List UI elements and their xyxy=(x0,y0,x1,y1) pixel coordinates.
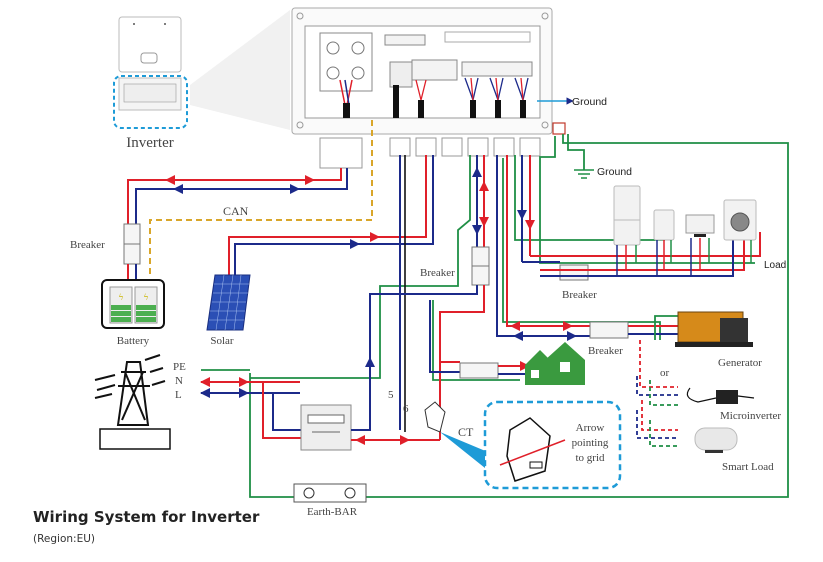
power-pylon-icon xyxy=(94,354,166,426)
ct-note-line2: pointing xyxy=(572,437,609,449)
ct-note-line3: to grid xyxy=(575,452,605,464)
water-heater-icon xyxy=(653,209,675,241)
ground-label-mid: Ground xyxy=(597,166,632,178)
inverter-label: Inverter xyxy=(126,135,173,151)
can-label: CAN xyxy=(223,204,249,218)
washing-machine-icon xyxy=(723,199,757,241)
inverter-small-icon xyxy=(113,16,188,129)
battery-neutral-wire xyxy=(135,168,348,225)
battery-breaker xyxy=(123,223,141,265)
house-breaker xyxy=(459,362,499,379)
ct-clamp-icon xyxy=(424,401,446,433)
earth-bar-label: Earth-BAR xyxy=(307,506,358,518)
ct-label: CT xyxy=(458,425,474,439)
ground-terminal xyxy=(552,122,566,135)
microinverter-label: Microinverter xyxy=(720,410,781,422)
microinverter-icon xyxy=(686,387,755,404)
zoom-projection xyxy=(190,10,290,130)
battery-label: Battery xyxy=(117,335,150,347)
diagram-title: Wiring System for Inverter xyxy=(33,508,260,526)
generator-label: Generator xyxy=(718,357,762,369)
generator-icon xyxy=(675,311,753,347)
smart-load-label: Smart Load xyxy=(722,461,774,473)
ct-clamp-large-icon xyxy=(499,417,566,482)
battery-breaker-label: Breaker xyxy=(70,239,105,251)
solar-line-wire xyxy=(228,155,427,275)
earth-bar-icon xyxy=(293,483,367,503)
battery-line-wire xyxy=(127,168,342,225)
inverter-highlight-box xyxy=(113,75,188,129)
svg-text:ϟ: ϟ xyxy=(118,293,123,302)
ct-note-line1: Arrow xyxy=(576,422,605,434)
l-label: L xyxy=(175,389,182,401)
can-bus-line xyxy=(149,120,373,278)
ground-symbol xyxy=(574,169,594,179)
wire-6-label: 6 xyxy=(403,403,409,415)
grid-breaker-label: Breaker xyxy=(420,267,455,279)
solar-label: Solar xyxy=(210,335,234,347)
load-label: Load xyxy=(764,260,786,271)
generator-breaker xyxy=(589,321,629,339)
svg-text:ϟ: ϟ xyxy=(143,293,148,302)
or-label: or xyxy=(660,367,670,379)
diagram-subtitle: (Region:EU) xyxy=(33,533,95,545)
ct-callout-pointer xyxy=(440,432,495,468)
n-label: N xyxy=(175,375,183,387)
ground-label-top: Ground xyxy=(572,96,607,108)
generator-breaker-label: Breaker xyxy=(588,345,623,357)
tv-icon xyxy=(685,214,715,237)
pe-label: PE xyxy=(173,361,186,373)
grid-breaker xyxy=(471,246,490,286)
refrigerator-icon xyxy=(613,185,641,246)
solar-panel-icon xyxy=(206,274,251,331)
load-breaker xyxy=(559,264,589,281)
inverter-terminal-panel xyxy=(291,7,566,169)
house-icon xyxy=(525,342,585,385)
energy-meter-icon xyxy=(300,404,352,451)
load-breaker-label: Breaker xyxy=(562,289,597,301)
smart-load-icon xyxy=(694,427,738,453)
solar-neutral-wire xyxy=(234,155,434,275)
pylon-base xyxy=(99,428,171,450)
battery-icon: ϟ ϟ xyxy=(101,279,165,329)
wire-5-label: 5 xyxy=(388,389,394,401)
